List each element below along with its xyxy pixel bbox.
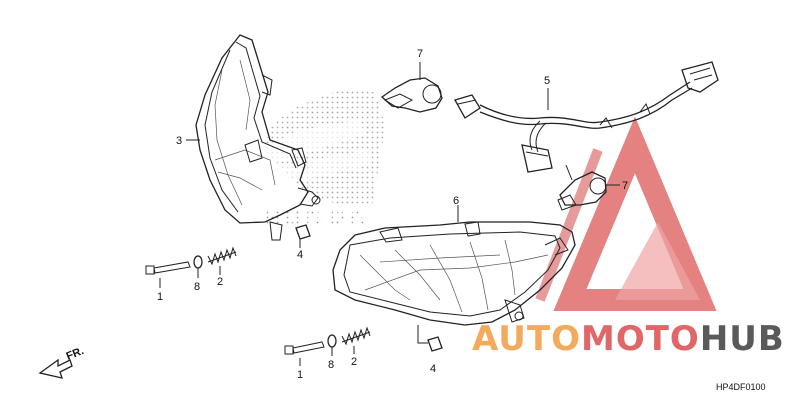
direction-label: FR. (65, 345, 86, 363)
part-4-nut-upper (295, 224, 311, 248)
part-6-headlight-unit (332, 221, 576, 326)
leader-lines (186, 88, 549, 222)
callout-8-upper: 8 (194, 281, 200, 293)
part-7-bulb-right (557, 171, 620, 211)
callout-7-upper: 7 (417, 48, 423, 60)
callout-8-lower: 8 (328, 359, 334, 371)
part-1-bolt-upper (145, 261, 191, 288)
callout-4-upper: 4 (297, 249, 303, 261)
callout-4-lower: 4 (430, 363, 436, 375)
part-8-washer-lower (327, 334, 337, 356)
part-1-bolt-lower (284, 341, 325, 366)
callout-1-upper: 1 (157, 291, 163, 303)
svg-text:AUTOMOTOHUB: AUTOMOTOHUB (472, 319, 785, 359)
callout-7-right: 7 (622, 180, 628, 192)
honda-wing-mark: HONDA (250, 90, 385, 231)
watermark-triangle-logo (535, 116, 717, 311)
callout-6: 6 (453, 195, 459, 207)
callout-3: 3 (176, 135, 182, 147)
part-8-washer-upper (193, 255, 203, 278)
watermark-text-moto: MOTO (581, 319, 700, 359)
part-3-headlight-lens (195, 34, 321, 241)
callout-5: 5 (544, 75, 550, 87)
front-direction-arrow: FR. (38, 345, 86, 379)
part-4-nut-lower (417, 325, 443, 352)
honda-wordmark: HONDA (262, 206, 368, 231)
watermark-text-auto: AUTO (472, 319, 581, 359)
part-2-spring-upper (207, 246, 237, 275)
part-7-bulb-upper (380, 62, 443, 113)
callout-1-lower: 1 (297, 369, 303, 381)
part-5-wire-harness (454, 61, 719, 181)
callout-2-upper: 2 (217, 276, 223, 288)
watermark-text-hub: HUB (700, 319, 785, 359)
watermark-wordmark: AUTOMOTOHUB (472, 319, 785, 359)
part-2-spring-lower (341, 326, 371, 354)
callout-2-lower: 2 (351, 356, 357, 368)
drawing-code: HP4DF0100 (716, 382, 766, 392)
